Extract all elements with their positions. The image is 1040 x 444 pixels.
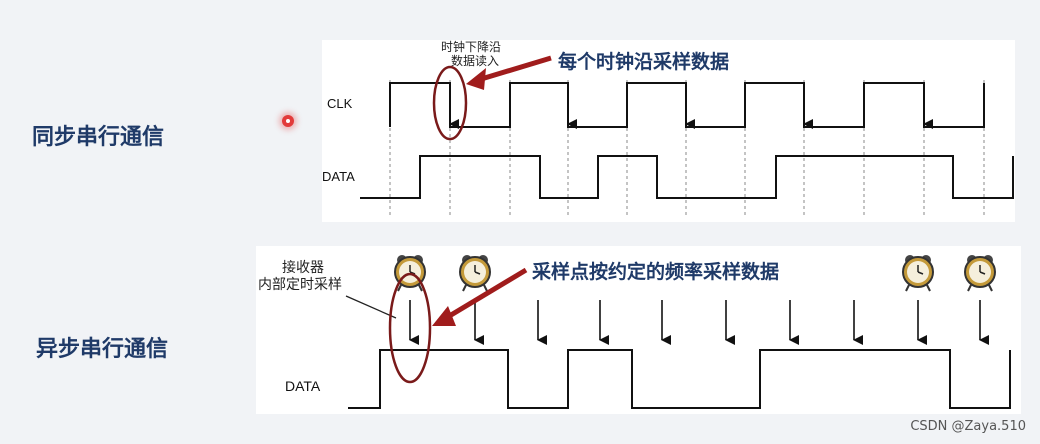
clk-waveform	[389, 82, 985, 128]
edge-highlight-ellipse	[432, 65, 468, 141]
sampling-arrows	[409, 300, 989, 345]
async-red-arrow	[432, 267, 528, 326]
alarm-clock-icon	[964, 255, 996, 292]
sync-headline: 每个时钟沿采样数据	[558, 50, 729, 73]
sync-data-label: DATA	[322, 169, 355, 184]
async-panel	[256, 246, 1021, 414]
edge-note-line1: 时钟下降沿	[441, 39, 501, 54]
clk-edge-arrows	[449, 90, 933, 129]
sync-title: 同步串行通信	[32, 125, 165, 150]
sync-red-arrow	[466, 55, 552, 90]
edge-note-line2: 数据读入	[451, 53, 499, 68]
sync-guide-lines	[389, 80, 985, 218]
receiver-note-line2: 内部定时采样	[258, 277, 342, 293]
sync-panel	[322, 40, 1015, 222]
async-headline: 采样点按约定的频率采样数据	[532, 260, 779, 283]
watermark: CSDN @Zaya.510	[910, 419, 1026, 434]
async-title: 异步串行通信	[36, 337, 169, 362]
pointer-dot	[282, 115, 294, 127]
clk-label: CLK	[327, 96, 353, 111]
alarm-clock-icon	[459, 255, 491, 292]
async-data-label: DATA	[285, 378, 321, 394]
receiver-pointer-line	[345, 295, 397, 319]
async-data-waveform	[348, 349, 1011, 409]
sample-highlight-ellipse	[388, 272, 432, 384]
sync-data-waveform	[360, 155, 1014, 199]
receiver-note-line1: 接收器	[282, 259, 324, 276]
alarm-clock-icon	[902, 255, 934, 292]
